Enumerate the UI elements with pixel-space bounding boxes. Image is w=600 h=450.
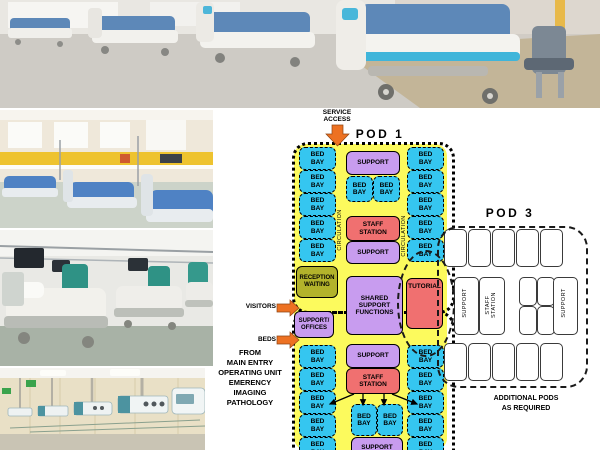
pod3-title: POD 3 — [485, 206, 535, 220]
bed-bay-box: BED BAY — [299, 345, 336, 368]
ceiling-light — [40, 370, 66, 376]
pendant-ward-photo — [0, 368, 205, 450]
bed-bay-box: BED BAY — [407, 391, 444, 414]
blue-bed — [141, 174, 213, 222]
pod3-link-loop — [397, 250, 455, 357]
bed-bay-box: BED BAY — [373, 176, 400, 202]
empty-bay-box — [519, 306, 537, 335]
bed-bay-box: BED BAY — [351, 404, 377, 436]
bed-bay-box: BED BAY — [407, 147, 444, 170]
equipment-trolley — [2, 272, 24, 306]
support-box: SUPPORT — [346, 344, 400, 368]
floor — [0, 434, 205, 450]
support-box: SUPPORT — [351, 437, 403, 450]
bed-bay-box: BED BAY — [299, 170, 336, 193]
wall-equipment — [160, 154, 182, 163]
top-ward-photo — [0, 0, 600, 108]
circulation-label-left: CIRCULATION — [337, 209, 343, 251]
shared-support-functions-box: SHARED SUPPORT FUNCTIONS — [346, 276, 403, 335]
hospital-bed — [8, 18, 72, 47]
monitor-screen — [128, 258, 148, 271]
pod3-support-box — [454, 277, 479, 335]
blue-bed — [63, 170, 137, 208]
bed-bay-box: BED BAY — [377, 404, 403, 436]
bed-bay-box: BED BAY — [299, 193, 336, 216]
exit-sign — [26, 380, 36, 387]
window — [8, 122, 42, 148]
bed-bay-box: BED BAY — [299, 414, 336, 437]
ward-blue-beds-photo — [0, 110, 213, 228]
pod3-support-box — [553, 277, 578, 335]
visitor-chair — [524, 26, 574, 98]
window — [146, 120, 186, 150]
support-box: SUPPORT — [346, 241, 400, 264]
beds-label: BEDS — [257, 336, 276, 343]
empty-bay-box — [492, 343, 515, 381]
bed-bay-box: BED BAY — [407, 216, 444, 239]
empty-bay-box — [540, 229, 563, 267]
bed-bay-box: BED BAY — [299, 216, 336, 239]
ceiling-rail — [0, 245, 213, 253]
bed-bay-box: BED BAY — [407, 368, 444, 391]
window — [100, 122, 130, 148]
pod3-staff-station-box — [479, 277, 505, 335]
bed-bay-box: BED BAY — [407, 414, 444, 437]
monitor-screen — [14, 248, 44, 268]
wall-socket — [120, 154, 130, 163]
empty-bay-box — [492, 229, 515, 267]
trim — [0, 165, 213, 169]
empty-bay-box — [516, 343, 539, 381]
blue-bed — [2, 176, 58, 197]
empty-bay-box — [516, 229, 539, 267]
service-pendants — [7, 378, 205, 417]
additional-pods-label: ADDITIONAL PODS AS REQUIRED — [493, 395, 559, 412]
bed-bay-box: BED BAY — [407, 170, 444, 193]
empty-bay-box — [468, 343, 491, 381]
staff-station-box: STAFF STATION — [346, 216, 400, 241]
empty-bay-box — [519, 277, 537, 306]
white-bed — [185, 282, 213, 307]
reception-waiting-box: RECEPTION WAITING — [296, 266, 338, 298]
floor-rails — [9, 419, 205, 433]
bed-bay-box: BED BAY — [299, 147, 336, 170]
bed-bay-box: BED BAY — [299, 239, 336, 262]
bed-bay-box: BED BAY — [346, 176, 373, 202]
hospital-bed-foreground — [336, 0, 520, 104]
hospital-bed — [88, 8, 178, 56]
service-access-label: SERVICE ACCESS — [322, 109, 352, 123]
bed-row — [8, 0, 574, 104]
ceiling — [0, 110, 213, 120]
icu-beds-photo — [0, 230, 213, 366]
from-main-entry-label: FROM MAIN ENTRY OPERATING UNIT EMERENCY … — [218, 348, 282, 407]
ceiling — [0, 368, 205, 378]
bed-bay-box: BED BAY — [407, 193, 444, 216]
floor — [0, 326, 213, 366]
pod1-title: POD 1 — [355, 127, 405, 141]
hospital-bed — [196, 2, 315, 67]
bed-bay-box: BED BAY — [299, 437, 336, 450]
empty-bay-box — [468, 229, 491, 267]
ceiling-light — [110, 369, 140, 376]
bed-bay-box: BED BAY — [407, 437, 444, 450]
pod3-boundary — [437, 226, 588, 388]
support-box: SUPPORT — [346, 151, 400, 175]
white-bed — [114, 286, 184, 330]
empty-bay-box — [540, 343, 563, 381]
bed-bay-box: BED BAY — [299, 368, 336, 391]
staff-station-box: STAFF STATION — [346, 368, 400, 394]
visitors-label: VISITORS — [245, 303, 276, 310]
yellow-stripe — [0, 152, 213, 165]
bed-bay-box: BED BAY — [299, 391, 336, 414]
window — [54, 122, 88, 148]
wood-pillar — [555, 0, 565, 46]
exit-sign — [2, 388, 11, 394]
support-offices-box: SUPPORT/ OFFICES — [294, 311, 334, 338]
